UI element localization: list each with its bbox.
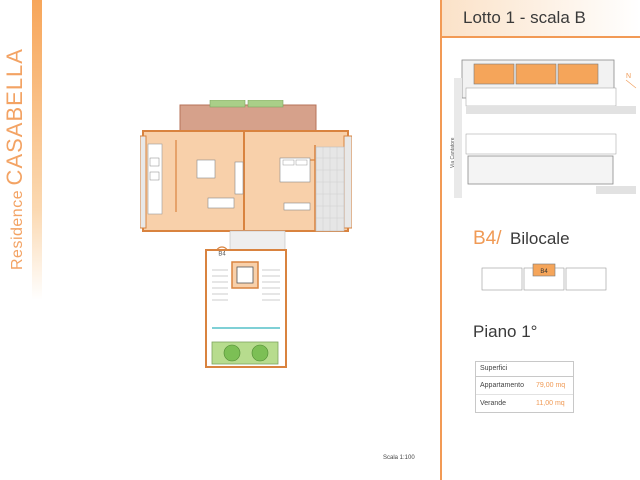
table-row: Verande 11,00 mq [476, 395, 573, 412]
apartment-type: Bilocale [509, 229, 570, 248]
brand-name: CASABELLA [2, 48, 27, 186]
surface-value: 11,00 mq [536, 400, 565, 407]
floor-plan: B4 [140, 100, 352, 368]
wardrobe [283, 202, 311, 211]
surface-label: Appartamento [480, 382, 524, 389]
street-label: Via Cantatore [450, 137, 456, 168]
title-band [442, 0, 640, 38]
tree [223, 344, 241, 362]
north-arrow-icon [625, 79, 637, 89]
kitchen-counter [147, 143, 163, 215]
brand-stripe [32, 0, 42, 300]
tree [251, 344, 269, 362]
bed [279, 157, 311, 183]
residence-brand: Residence CASABELLA [2, 48, 28, 270]
apartment-code: B4/ [473, 228, 502, 249]
lot-title: Lotto 1 - scala B [463, 8, 586, 27]
key-plan: B4 [481, 263, 607, 291]
planter [247, 100, 284, 108]
dining-table [196, 159, 216, 179]
floor-label: Piano 1° [473, 322, 538, 341]
unit-highlight [532, 263, 556, 277]
surface-label: Verande [480, 400, 507, 407]
sofa [207, 197, 235, 209]
key-unit-label: B4 [540, 269, 548, 275]
building-highlight [473, 63, 515, 85]
surfaces-title: Superfici [476, 362, 573, 377]
planter [209, 100, 246, 108]
surface-value: 79,00 mq [536, 382, 566, 389]
north-label: N [626, 73, 631, 80]
brand-prefix: Residence [9, 189, 26, 270]
apartment-title: B4/ Bilocale [473, 228, 570, 250]
table-row: Appartamento 79,00 mq [476, 377, 573, 395]
building-highlight [515, 63, 557, 85]
building-highlight [557, 63, 599, 85]
site-plan: Via Cantatore N [450, 59, 637, 198]
surfaces-table: Superfici Appartamento 79,00 mq Verande … [475, 361, 574, 413]
scale-label: Scala 1:100 [383, 455, 415, 461]
plan-unit-label: B4 [218, 252, 226, 258]
brand-band [0, 0, 42, 300]
terrace [179, 104, 317, 132]
panel-divider [440, 0, 442, 480]
